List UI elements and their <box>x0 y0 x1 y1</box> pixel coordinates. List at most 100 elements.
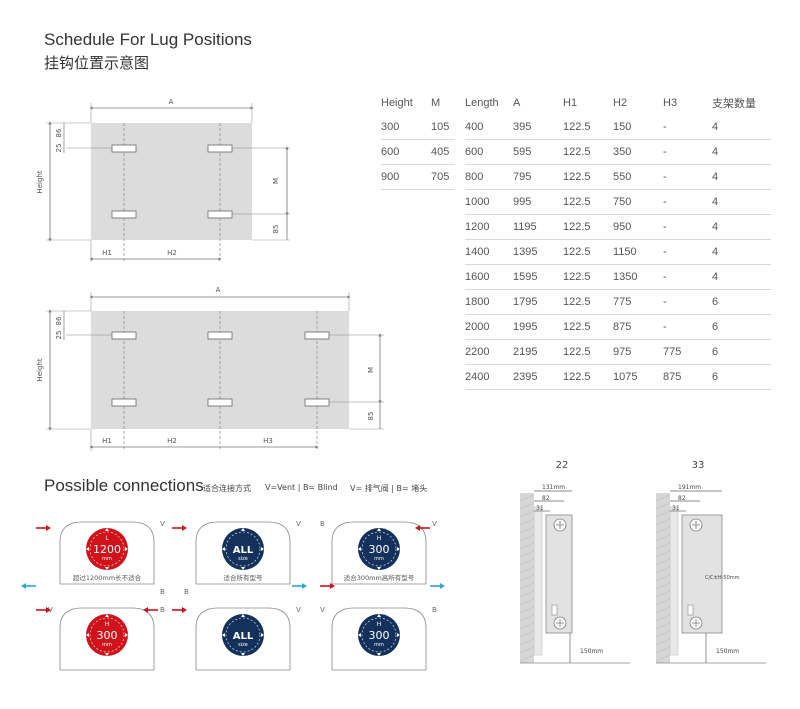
dim-25: 25 <box>55 331 63 340</box>
table-cell: 1795 <box>513 289 563 315</box>
dim-m: M <box>367 367 375 373</box>
wall-hatch <box>655 534 671 542</box>
col-header: H3 <box>663 97 678 109</box>
corner-letter: V <box>296 606 301 614</box>
table-cell: 775 <box>663 339 712 365</box>
wall-hatch <box>655 630 671 638</box>
dim-depth: 131mm <box>542 484 565 491</box>
badge-arrow-icon <box>377 567 381 570</box>
connections-title: Possible connections <box>44 476 204 495</box>
connections-subtitle: 适合连接方式 <box>203 484 251 493</box>
dim-25: 25 <box>55 144 63 153</box>
table-cell: 4 <box>712 164 771 190</box>
lug <box>111 210 137 219</box>
wall-hatch <box>519 558 535 566</box>
corner-letter: B <box>160 588 165 596</box>
side-views: 22 33 131mm8231150mm191mm8231150mmC/C±H-… <box>519 460 766 664</box>
connections-legend-cn: V= 排气阀 | B= 堵头 <box>350 484 428 493</box>
pipe-stub <box>687 604 694 616</box>
table-cell: 122.5 <box>563 214 613 240</box>
wall-hatch <box>519 566 535 574</box>
size-badge <box>222 614 264 656</box>
col-header: H2 <box>613 97 628 109</box>
corner-letter: B <box>184 588 189 596</box>
lug <box>207 398 233 407</box>
badge-size: 300 <box>369 543 390 556</box>
wall-hatch <box>519 590 535 598</box>
corner-letter: V <box>432 520 437 528</box>
table-cell: - <box>663 164 712 190</box>
badge-letter: H <box>377 535 382 542</box>
dim-86: 86 <box>55 316 63 325</box>
table-cell: 122.5 <box>563 164 613 190</box>
table-cell: 600 <box>381 139 431 165</box>
wall-hatch <box>519 598 535 606</box>
wall-hatch <box>655 494 671 502</box>
badge-arrow-icon <box>261 633 264 637</box>
table-cell: 122.5 <box>563 339 613 365</box>
lug <box>207 331 233 340</box>
badge-unit: size <box>238 642 248 648</box>
wall-hatch <box>519 542 535 550</box>
bracket <box>533 506 543 656</box>
flow-arrowhead-icon <box>143 607 148 613</box>
wall-hatch <box>519 502 535 510</box>
size-badge-ring <box>225 617 261 653</box>
badge-unit: size <box>238 556 248 562</box>
table-cell: - <box>663 189 712 215</box>
table-cell: 1800 <box>465 289 513 315</box>
table-cell: 900 <box>381 164 431 190</box>
badge-arrow-icon <box>358 547 361 551</box>
corner-letter: B <box>432 606 437 614</box>
flow-arrowhead-icon <box>46 525 51 531</box>
table-cell: 6 <box>712 289 771 315</box>
flow-arrowhead-icon <box>440 583 445 589</box>
table-cell: 1000 <box>465 189 513 215</box>
table-cell: 595 <box>513 139 563 165</box>
table-cell: 2000 <box>465 314 513 340</box>
col-header: M <box>431 97 441 109</box>
badge-arrow-icon <box>105 528 109 531</box>
table-cell: 1200 <box>465 214 513 240</box>
table-cell: 122.5 <box>563 239 613 265</box>
dim-m: M <box>272 178 280 184</box>
badge-arrow-icon <box>261 547 264 551</box>
wall-hatch <box>519 638 535 646</box>
col-header: Length <box>465 97 499 109</box>
table-cell: 122.5 <box>563 289 613 315</box>
lug <box>304 331 330 340</box>
table-cell: 2395 <box>513 364 563 390</box>
wall-hatch <box>519 582 535 590</box>
badge-unit: mm <box>102 556 112 562</box>
table-cell: 600 <box>465 139 513 165</box>
wall-hatch <box>519 622 535 630</box>
dim-a: A <box>169 98 174 106</box>
flow-arrowhead-icon <box>415 525 420 531</box>
badge-arrow-icon <box>125 633 128 637</box>
dim-a: A <box>216 286 221 294</box>
lug <box>207 210 233 219</box>
badge-arrow-icon <box>397 633 400 637</box>
badge-arrow-icon <box>241 567 245 570</box>
panel-caption: 适合所有型号 <box>224 573 264 582</box>
wall-hatch <box>519 646 535 654</box>
flow-arrowhead-icon <box>46 607 51 613</box>
wall-hatch <box>519 654 535 662</box>
table-cell: - <box>663 314 712 340</box>
wall-hatch <box>519 614 535 622</box>
table-cell: 6 <box>712 364 771 390</box>
table-cell: 2200 <box>465 339 513 365</box>
badge-letter: H <box>105 621 110 628</box>
badge-unit: mm <box>374 642 384 648</box>
table-cell: 1395 <box>513 239 563 265</box>
table-cell: - <box>663 239 712 265</box>
size-badge-ring <box>89 617 125 653</box>
